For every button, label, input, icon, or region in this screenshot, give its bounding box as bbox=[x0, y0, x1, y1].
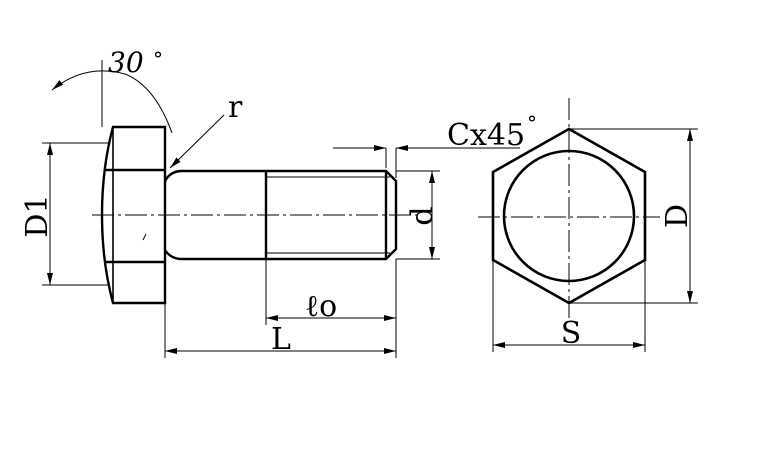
thread-length-label: ℓo bbox=[305, 289, 337, 324]
bolt-head-mark bbox=[142, 233, 147, 241]
angle-arc bbox=[51, 70, 173, 134]
end-view-dimensions bbox=[492, 128, 698, 352]
bearing-face-circle bbox=[502, 149, 636, 283]
angle-degree-symbol: ° bbox=[153, 47, 163, 71]
across-flats-label: S bbox=[561, 316, 582, 351]
bolt-side-view bbox=[92, 125, 420, 305]
chamfer-label: Cx45 bbox=[447, 118, 525, 153]
hex-diameter-label: D bbox=[660, 204, 695, 228]
angle-label: 30 bbox=[108, 46, 144, 79]
bolt-length-label: L bbox=[271, 322, 291, 357]
thread-diameter-label: d bbox=[405, 206, 440, 225]
bolt-head-outline bbox=[100, 125, 167, 305]
side-view-dimensions bbox=[42, 60, 520, 358]
radius-label: r bbox=[228, 90, 243, 125]
dimension-labels: 30 ° r Cx45 ° D1 d D ℓo L S bbox=[20, 46, 695, 357]
fillet-radius-leader bbox=[169, 114, 225, 169]
head-diameter-label: D1 bbox=[20, 194, 55, 237]
bolt-shank-outline bbox=[163, 169, 398, 261]
chamfer-degree-symbol: ° bbox=[527, 111, 537, 135]
